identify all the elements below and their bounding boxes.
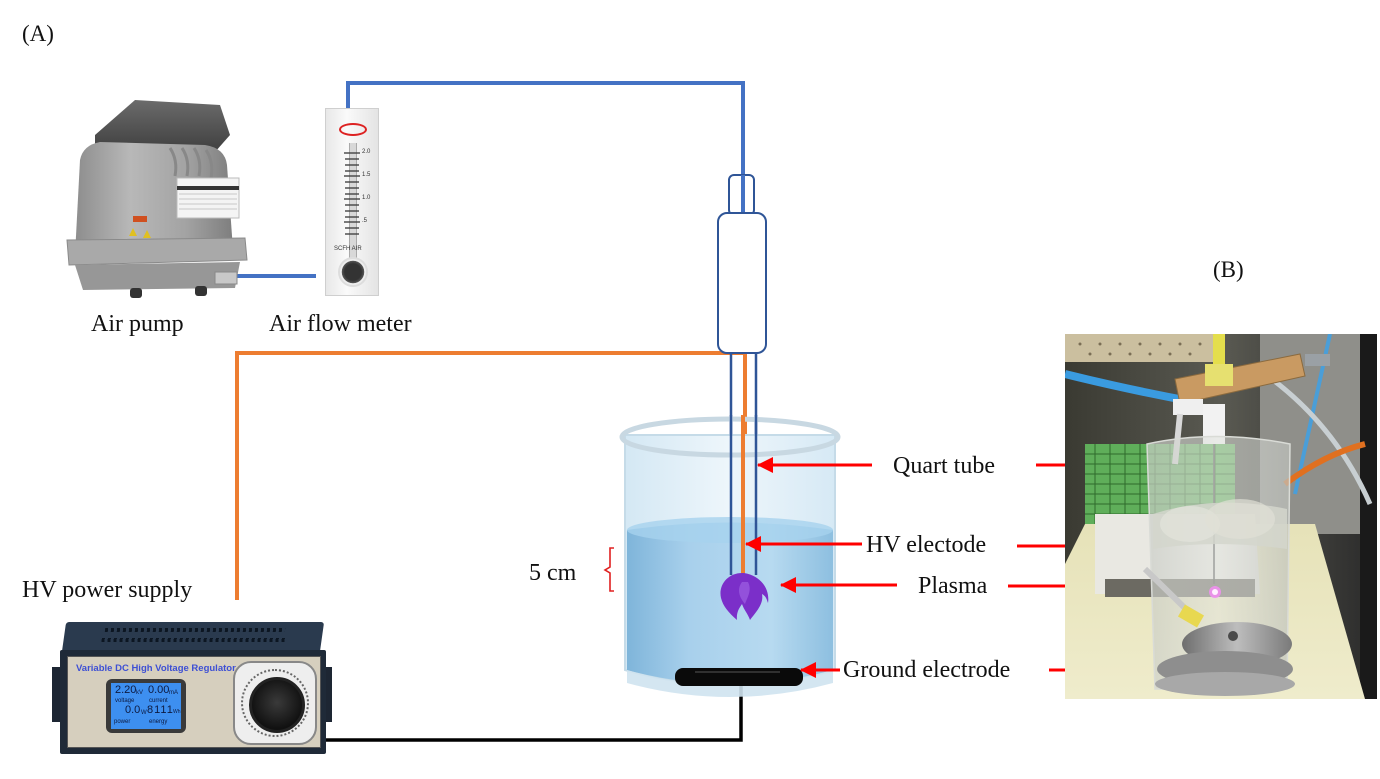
quart-tube-label: Quart tube bbox=[893, 453, 995, 479]
panel-a-label: (A) bbox=[22, 21, 54, 46]
lcd-current-value: 0.00 bbox=[148, 684, 170, 696]
depth-label: 5 cm bbox=[529, 560, 577, 586]
flow-meter-unit: SCFH AIR bbox=[334, 246, 362, 252]
depth-bracket bbox=[603, 547, 614, 592]
air-flow-meter-label: Air flow meter bbox=[269, 311, 412, 337]
hv-electrode-label: HV electode bbox=[866, 532, 987, 558]
air-flow-meter: 2.0 1.5 1.0 .5 SCFH AIR bbox=[325, 108, 379, 296]
power-supply-top-cover bbox=[61, 622, 325, 652]
plasma-label: Plasma bbox=[918, 573, 988, 599]
flow-meter-knob[interactable] bbox=[338, 257, 368, 287]
ground-line bbox=[325, 686, 743, 742]
lcd-energy-caption: energy bbox=[149, 719, 168, 725]
lcd-current-caption: current bbox=[149, 698, 168, 704]
voltage-dial-plate bbox=[233, 661, 317, 745]
flow-meter-logo-icon bbox=[339, 123, 367, 136]
voltage-adjust-knob[interactable] bbox=[249, 677, 305, 733]
flow-meter-tick-1-0: 1.0 bbox=[362, 195, 371, 201]
flow-meter-tube bbox=[349, 143, 357, 263]
lcd-display-bezel: 2.20 kV 0.00 mA voltage current 0.0 W 81… bbox=[106, 679, 186, 733]
ground-electrode-label: Ground electrode bbox=[843, 657, 1011, 683]
lcd-voltage-value: 2.20 bbox=[115, 684, 137, 696]
lcd-current-unit: mA bbox=[169, 690, 178, 696]
flow-meter-tick-1-5: 1.5 bbox=[362, 172, 371, 178]
lcd-voltage-caption: voltage bbox=[115, 698, 135, 704]
air-pump-label: Air pump bbox=[91, 311, 184, 337]
flow-meter-tick-2-0: 2.0 bbox=[362, 149, 371, 155]
lcd-display: 2.20 kV 0.00 mA voltage current 0.0 W 81… bbox=[111, 683, 181, 729]
front-panel-title: Variable DC High Voltage Regulator bbox=[76, 663, 236, 674]
power-supply-front-panel: Variable DC High Voltage Regulator 2.20 … bbox=[67, 656, 321, 748]
air-pump-image bbox=[66, 100, 248, 298]
hv-power-supply-label: HV power supply bbox=[22, 577, 193, 603]
lcd-voltage-unit: kV bbox=[136, 690, 144, 696]
beaker-diagram bbox=[619, 416, 841, 697]
panel-b-label: (B) bbox=[1213, 257, 1244, 282]
lcd-power-value: 0.0 bbox=[125, 704, 141, 716]
experimental-setup-photo bbox=[1065, 334, 1377, 699]
hv-power-supply: Variable DC High Voltage Regulator 2.20 … bbox=[52, 622, 332, 757]
flow-meter-tick-0-5: .5 bbox=[362, 218, 368, 224]
lcd-power-caption: power bbox=[114, 719, 131, 725]
lcd-energy-value: 8111 bbox=[147, 704, 174, 716]
lcd-power-unit: W bbox=[141, 710, 147, 716]
power-supply-right-handle bbox=[322, 667, 332, 722]
air-line-meter-to-tube bbox=[346, 81, 745, 213]
flow-meter-scale bbox=[344, 152, 360, 235]
power-supply-front-frame: Variable DC High Voltage Regulator 2.20 … bbox=[60, 650, 326, 754]
lcd-energy-unit: Wh bbox=[173, 709, 181, 715]
